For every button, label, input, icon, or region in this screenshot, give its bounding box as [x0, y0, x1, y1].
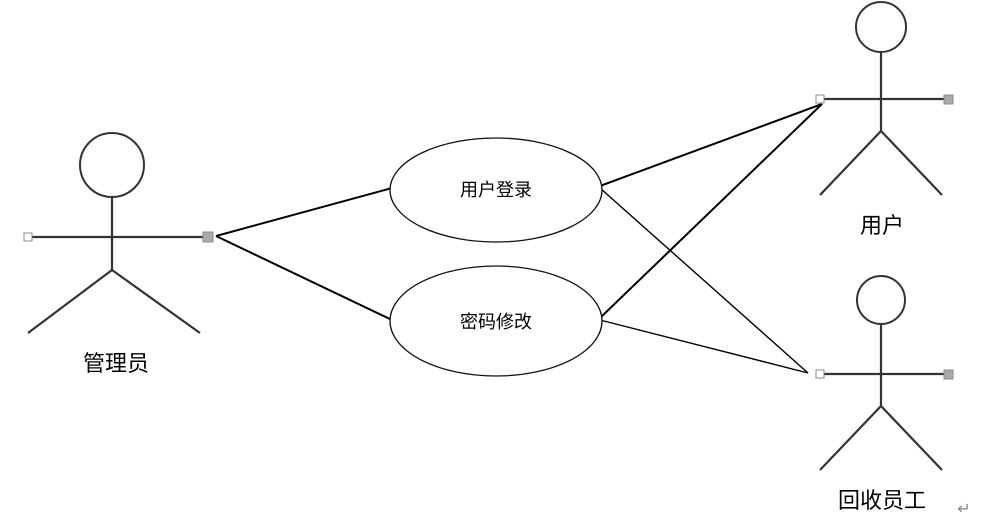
actor-staff-right-handle[interactable] [943, 369, 954, 380]
actor-user-left-leg [819, 130, 882, 196]
actor-staff-left-handle[interactable] [815, 369, 825, 379]
actor-user-head [855, 1, 907, 53]
association-admin-password [215, 235, 393, 321]
association-password-staff [599, 319, 809, 374]
use-case-login[interactable]: 用户登录 [389, 137, 603, 243]
use-case-login-ellipse [389, 137, 603, 243]
actor-admin-head [79, 132, 145, 198]
use-case-password-ellipse [389, 265, 603, 377]
actor-admin-right-leg [111, 269, 201, 334]
actor-user-label: 用户 [860, 214, 904, 239]
use-case-password-label: 密码修改 [460, 312, 532, 333]
use-case-password-change[interactable]: 密码修改 [389, 265, 603, 377]
actor-admin[interactable]: 管理员 [23, 132, 214, 377]
actor-admin-label: 管理员 [83, 352, 149, 377]
actor-admin-left-leg [27, 269, 113, 334]
paragraph-return-mark: ↵ [957, 499, 970, 518]
actor-user[interactable]: 用户 [815, 1, 954, 239]
actor-admin-left-handle[interactable] [23, 232, 33, 242]
actor-admin-right-handle[interactable] [202, 231, 214, 243]
association-login-user [599, 103, 823, 187]
actor-user-right-leg [880, 130, 943, 196]
actor-user-left-handle[interactable] [815, 94, 825, 104]
actor-staff[interactable]: 回收员工 [815, 275, 954, 514]
association-password-user [599, 103, 823, 319]
association-login-staff [599, 187, 809, 374]
association-admin-login [215, 187, 393, 237]
actor-staff-left-leg [819, 405, 882, 471]
use-case-login-label: 用户登录 [460, 180, 532, 201]
actor-staff-label: 回收员工 [838, 489, 926, 514]
associations [215, 103, 823, 374]
actor-user-right-handle[interactable] [943, 94, 954, 105]
actor-staff-right-leg [880, 405, 943, 471]
actor-staff-head [856, 275, 906, 325]
